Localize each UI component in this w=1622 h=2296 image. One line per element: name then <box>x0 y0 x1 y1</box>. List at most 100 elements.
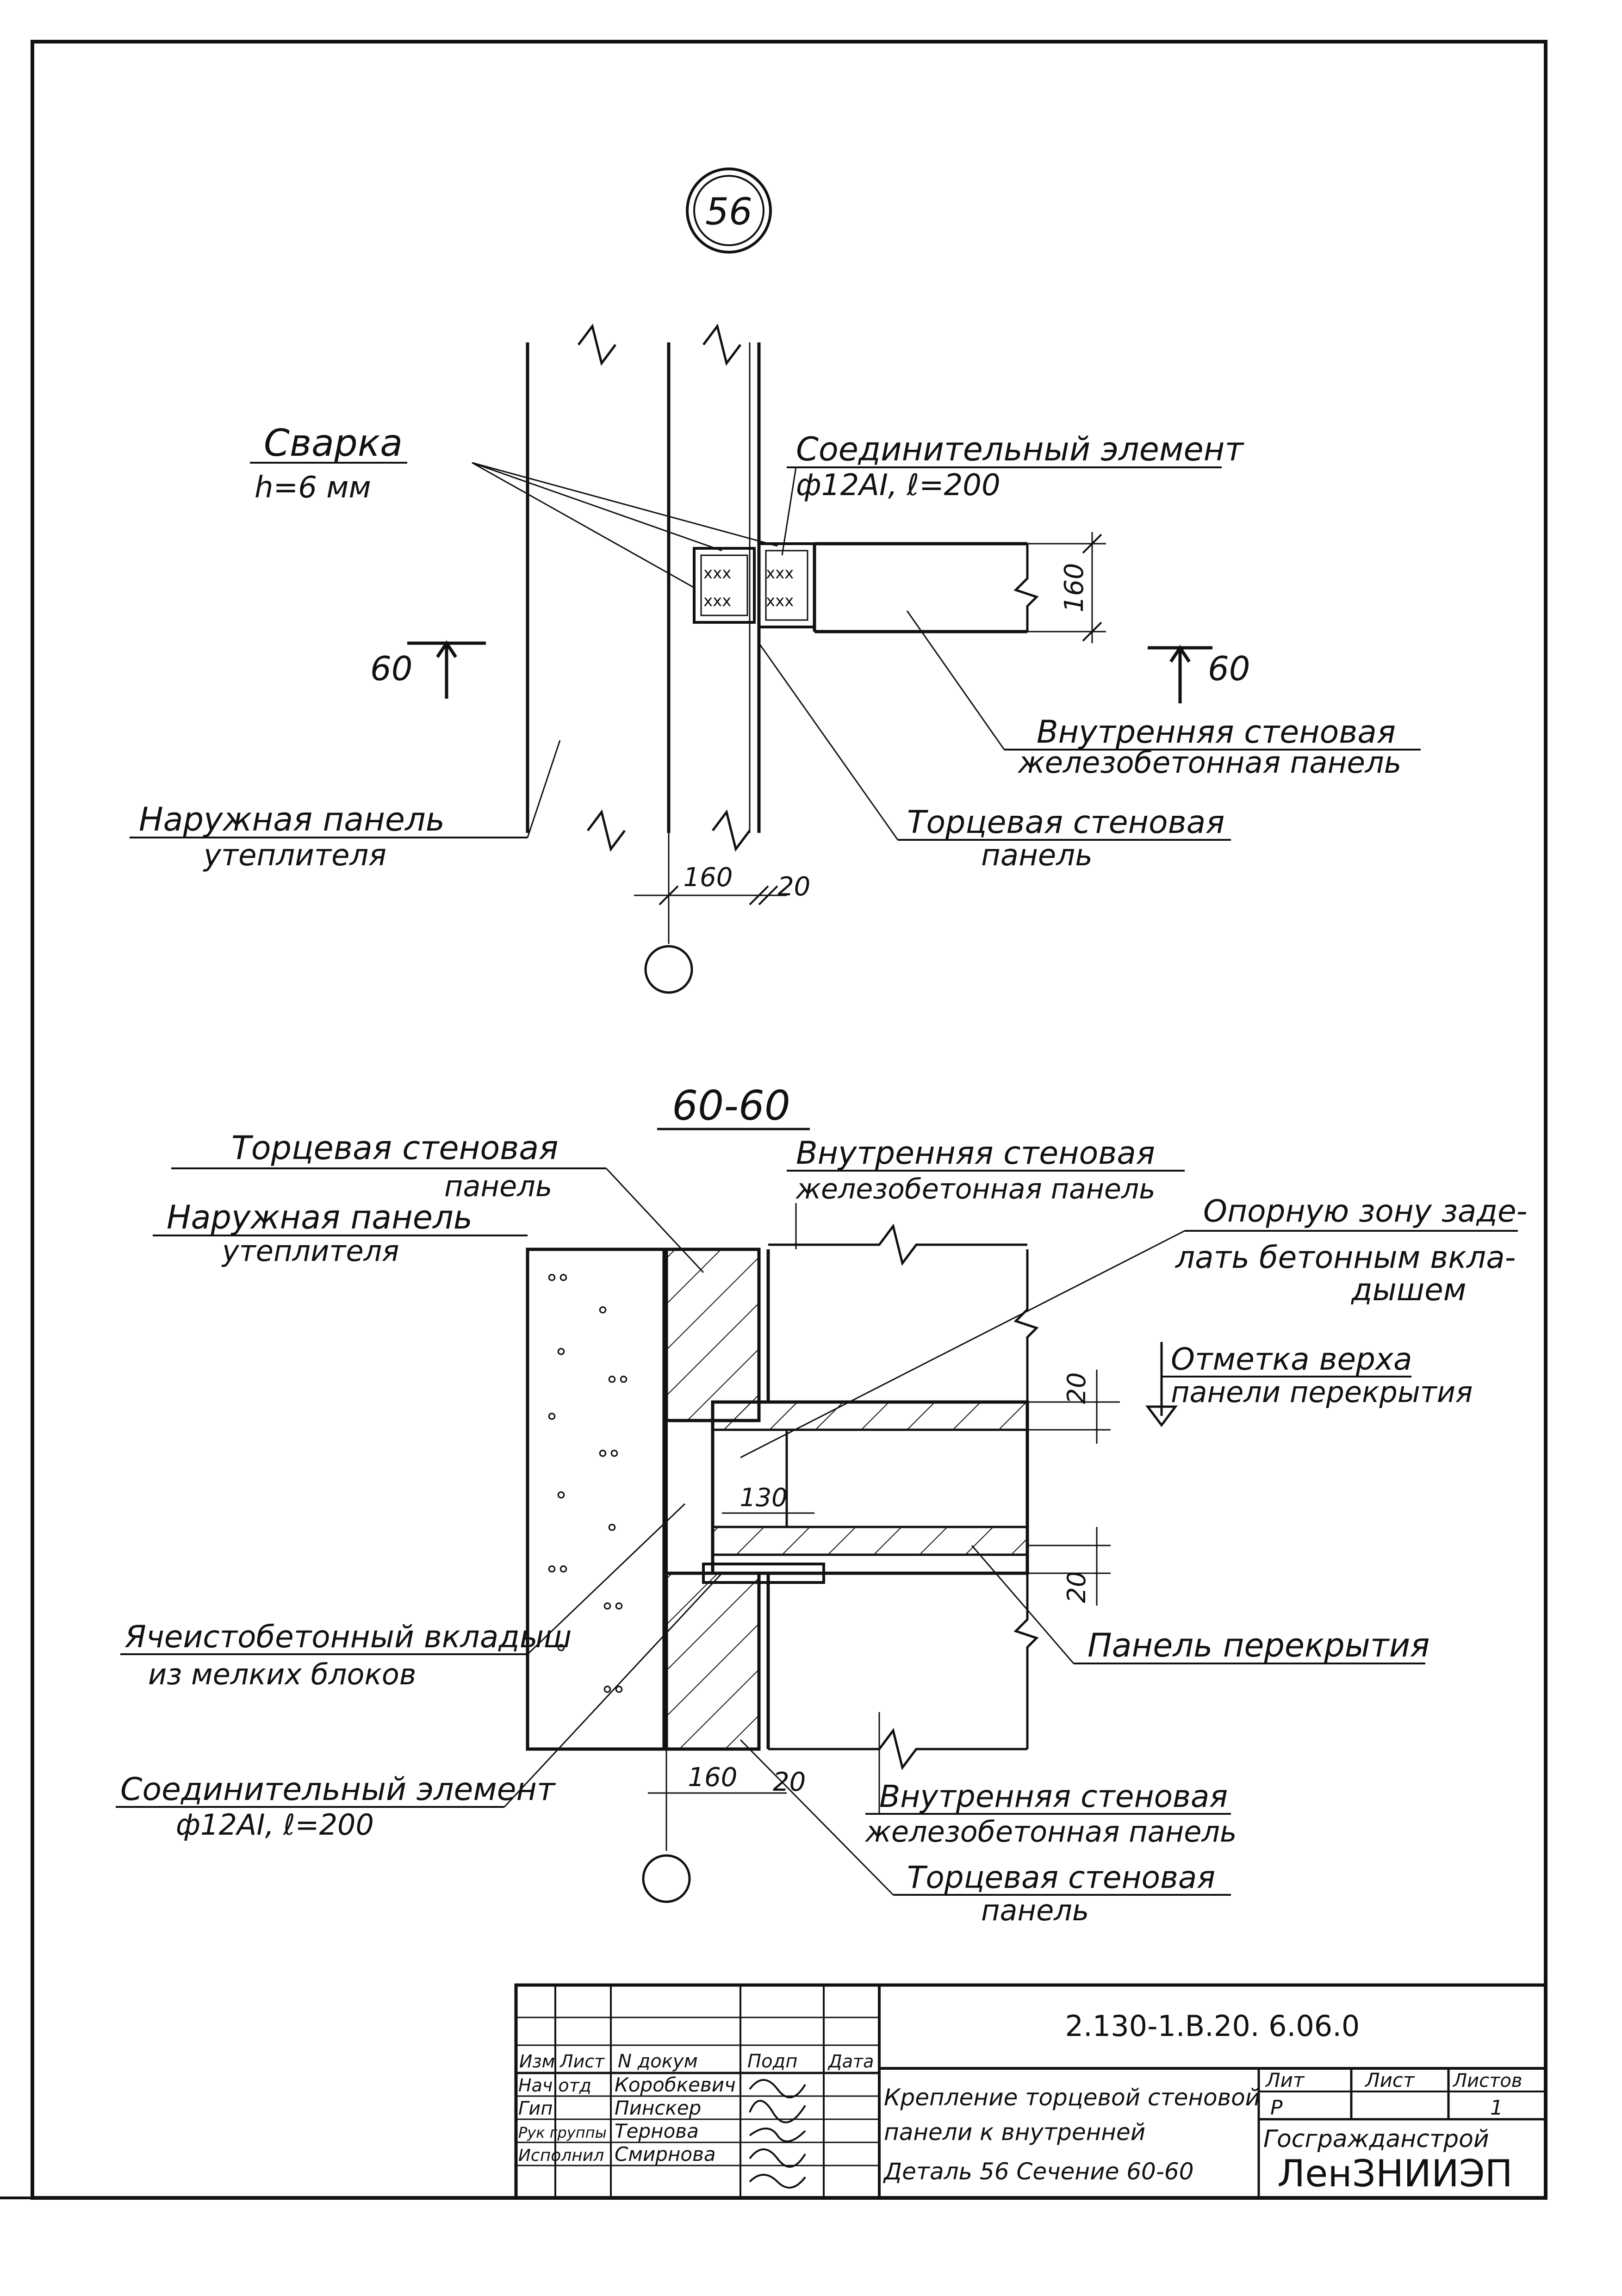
dim-20-bottom: 20 <box>1062 1571 1091 1603</box>
tb-signatures <box>749 2079 806 2189</box>
slab-leader <box>971 1545 1075 1664</box>
tb-col-izm: Изм <box>519 2051 555 2072</box>
connector-spec: ф12АI, ℓ=200 <box>176 1808 374 1842</box>
end-panel-label-2: панель <box>444 1169 552 1203</box>
section-dim-20: 20 <box>773 1767 806 1797</box>
outer-panel-label-2: утеплителя <box>221 1234 399 1268</box>
support-leader <box>740 1230 1185 1458</box>
section-mark-right: 60 <box>1208 649 1250 688</box>
dim-20: 20 <box>777 872 810 902</box>
support-label-2: лать бетонным вкла- <box>1175 1240 1516 1275</box>
outer-panel-body <box>526 1247 666 1751</box>
end-bottom-label-1: Торцевая стеновая <box>907 1860 1215 1895</box>
tb-org-1: Госгражданстрой <box>1263 2125 1489 2153</box>
tb-col-date: Дата <box>827 2051 874 2072</box>
weld-marks-2: xxx <box>703 592 731 610</box>
weld-size: h=6 мм <box>255 471 371 505</box>
dim-160-vertical: 160 <box>1059 563 1089 613</box>
tb-col-sign: Подп <box>747 2051 797 2072</box>
section-connector <box>702 1563 825 1584</box>
tb-lit-value: Р <box>1270 2096 1283 2120</box>
tb-col-list: Лист <box>559 2051 605 2072</box>
connector-spec: ф12АI, ℓ=200 <box>796 468 1001 503</box>
break-top <box>578 323 741 366</box>
section-mark-right-symbol <box>1148 645 1212 703</box>
tb-row1-name: Коробкевич <box>615 2073 736 2096</box>
tb-row3-role: Рук группы <box>518 2124 607 2141</box>
connector-label: Соединительный элемент <box>796 430 1244 468</box>
svg-text:°°: °° <box>602 1598 625 1625</box>
axis-bubble-section <box>642 1854 691 1903</box>
section-mark-left-symbol <box>407 640 486 699</box>
dim-ticks <box>1082 534 1102 642</box>
insert-label-1: Ячеистобетонный вкладыш <box>124 1619 572 1655</box>
inner-panel-leader <box>906 610 1005 750</box>
tb-row2-name: Пинскер <box>615 2097 701 2119</box>
connector-left <box>693 547 756 624</box>
weld-marks-3: xxx <box>766 564 794 583</box>
svg-text:°: ° <box>555 1344 567 1371</box>
tb-row3-name: Тернова <box>615 2120 699 2142</box>
end-panel-leader <box>605 1167 704 1273</box>
slab-label: Панель перекрытия <box>1088 1626 1429 1664</box>
dim-160: 160 <box>684 863 733 893</box>
tb-row1-role: Нач отд <box>518 2075 591 2096</box>
end-panel-label-2: панель <box>981 838 1093 873</box>
tb-sheets-header: Листов <box>1452 2070 1522 2091</box>
tb-org-2: ЛенЗНИИЭП <box>1277 2152 1513 2195</box>
axis-bubble-detail <box>644 945 693 994</box>
svg-text:°°: °° <box>546 1561 569 1588</box>
dim-130: 130 <box>740 1483 787 1512</box>
svg-text:°°: °° <box>597 1446 620 1472</box>
end-panel-upper <box>665 1247 761 1422</box>
section-dim-160: 160 <box>688 1762 738 1793</box>
detail-marker-circle-inner <box>693 175 764 246</box>
outer-panel-label-1: Наружная панель <box>139 800 445 838</box>
section-mark-left: 60 <box>370 649 413 688</box>
concrete-texture: °°°° °°°°° °°°° °°°°° <box>546 1270 629 1708</box>
inner-bottom-label-1: Внутренняя стеновая <box>879 1779 1228 1814</box>
tb-sheet-header: Лист <box>1364 2069 1415 2091</box>
tb-desc-2: панели к внутренней <box>884 2119 1145 2146</box>
floor-slab-top-layer <box>711 1401 1029 1431</box>
connector-leader <box>503 1572 723 1808</box>
support-label-3: дышем <box>1351 1272 1467 1308</box>
outer-panel-leader <box>527 740 561 838</box>
section-60-60: 60-60 °°°° °°°°° °°°° °°°°° Торцевая сте… <box>116 1082 1527 1927</box>
connector-right-inner <box>765 550 808 621</box>
svg-text:°: ° <box>555 1640 567 1667</box>
level-label-2: панели перекрытия <box>1171 1375 1473 1409</box>
tb-col-doc: N докум <box>618 2051 698 2072</box>
inner-panel-label-1: Внутренняя стеновая <box>796 1135 1155 1172</box>
tb-lit-header: Лит <box>1265 2069 1305 2091</box>
inner-wall-bottom-break <box>768 1728 1027 1770</box>
level-marker <box>1145 1342 1178 1427</box>
svg-text:°: ° <box>546 1409 558 1435</box>
svg-text:°: ° <box>555 1487 567 1514</box>
inner-wall-top-break <box>768 1223 1027 1266</box>
svg-text:°: ° <box>606 1520 618 1546</box>
title-block: Изм Лист N докум Подп Дата Нач отд Короб… <box>514 1983 1547 2200</box>
connector-leader <box>781 467 797 556</box>
outer-panel-label-1: Наружная панель <box>167 1198 472 1236</box>
tb-row4-name: Смирнова <box>615 2143 716 2166</box>
detail-marker-circle <box>686 168 772 254</box>
weld-marks-4: xxx <box>766 592 794 610</box>
tb-doc-code: 2.130-1.В.20. 6.06.0 <box>1065 2009 1360 2043</box>
insert-block <box>665 1419 714 1575</box>
connector-right <box>758 542 816 628</box>
tb-desc-1: Крепление торцевой стеновой <box>884 2084 1260 2111</box>
end-panel-leader <box>758 643 899 840</box>
connector-left-inner <box>700 554 748 616</box>
end-panel-label-1: Торцевая стеновая <box>907 804 1224 841</box>
inner-panel-label-1: Внутренняя стеновая <box>1037 714 1396 751</box>
insert-leader <box>527 1503 686 1655</box>
weld-label: Сварка <box>264 422 403 465</box>
inner-wall-right-break <box>1013 1249 1039 1402</box>
break-bottom <box>587 809 751 852</box>
inner-panel-label-2: железобетонная панель <box>795 1173 1156 1205</box>
svg-text:°: ° <box>597 1302 609 1329</box>
weld-leaders <box>472 462 778 589</box>
end-panel-lower <box>665 1571 761 1751</box>
